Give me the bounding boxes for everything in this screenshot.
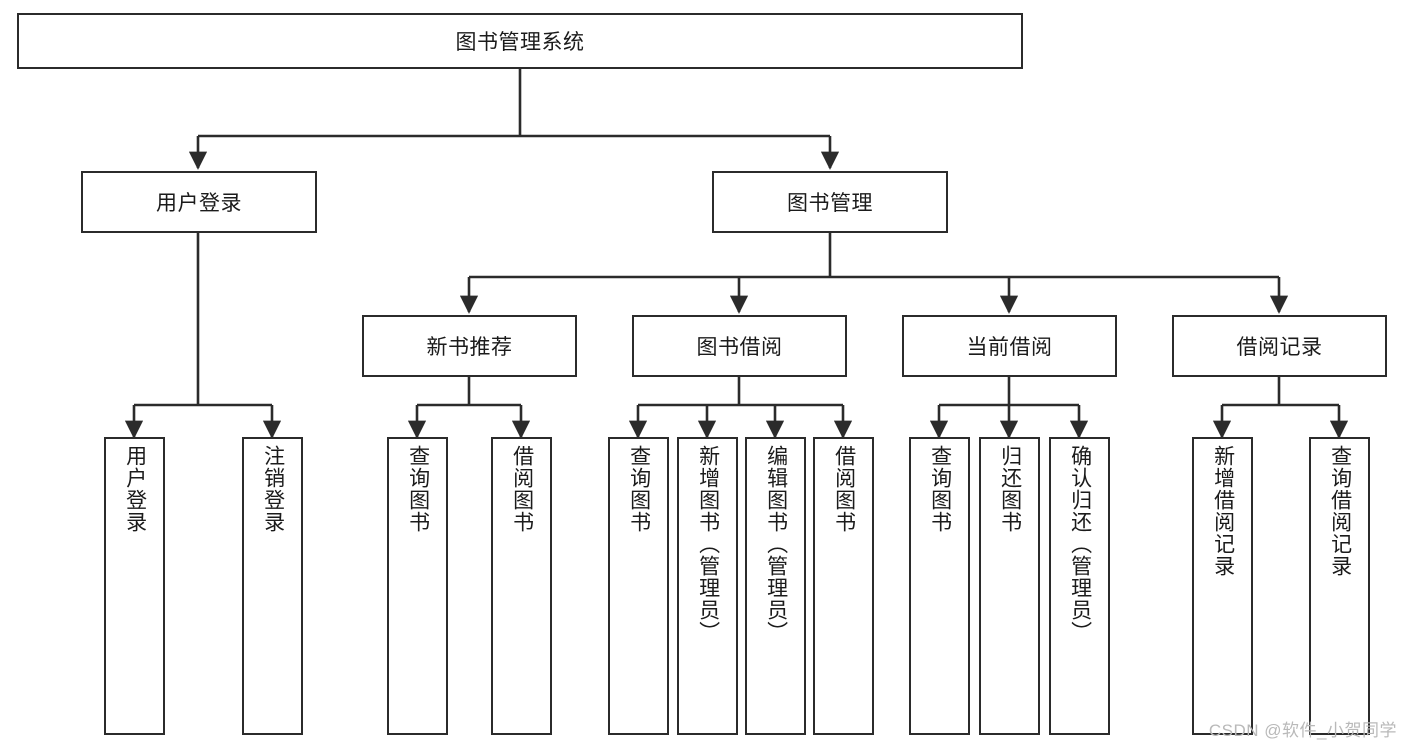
leaf-book-borrow-edit[interactable]: 编辑图书（管理员） <box>745 437 806 735</box>
node-label: 借阅图书 <box>510 445 534 533</box>
node-label: 用户登录 <box>156 192 242 215</box>
node-label: 借阅记录 <box>1236 336 1323 359</box>
node-label: 图书借阅 <box>696 336 783 359</box>
node-label: 图书管理系统 <box>455 31 585 54</box>
leaf-current-borrow-confirm-return[interactable]: 确认归还（管理员） <box>1049 437 1110 735</box>
node-label: 用户登录 <box>123 445 147 533</box>
leaf-book-borrow-query[interactable]: 查询图书 <box>608 437 669 735</box>
leaf-borrow-record-query[interactable]: 查询借阅记录 <box>1309 437 1370 735</box>
leaf-current-borrow-return[interactable]: 归还图书 <box>979 437 1040 735</box>
node-new-book-recommend[interactable]: 新书推荐 <box>362 315 577 377</box>
csdn-watermark: CSDN @软件_小贺同学 <box>1208 721 1397 740</box>
node-book-borrow[interactable]: 图书借阅 <box>632 315 847 377</box>
node-label: 查询借阅记录 <box>1328 445 1352 577</box>
node-label: 归还图书 <box>998 445 1022 533</box>
node-current-borrow[interactable]: 当前借阅 <box>902 315 1117 377</box>
node-label: 新书推荐 <box>426 336 513 359</box>
leaf-book-borrow-borrow[interactable]: 借阅图书 <box>813 437 874 735</box>
node-label: 当前借阅 <box>966 336 1053 359</box>
leaf-user-login-logout[interactable]: 注销登录 <box>242 437 303 735</box>
leaf-borrow-record-add[interactable]: 新增借阅记录 <box>1192 437 1253 735</box>
node-label: 查询图书 <box>406 445 430 533</box>
node-user-login[interactable]: 用户登录 <box>81 171 317 233</box>
node-label: 查询图书 <box>627 445 651 533</box>
leaf-user-login-login[interactable]: 用户登录 <box>104 437 165 735</box>
leaf-new-book-query[interactable]: 查询图书 <box>387 437 448 735</box>
leaf-book-borrow-add[interactable]: 新增图书（管理员） <box>677 437 738 735</box>
node-borrow-record[interactable]: 借阅记录 <box>1172 315 1387 377</box>
node-label: 新增借阅记录 <box>1211 445 1235 577</box>
node-root-system[interactable]: 图书管理系统 <box>17 13 1023 69</box>
leaf-current-borrow-query[interactable]: 查询图书 <box>909 437 970 735</box>
node-label: 借阅图书 <box>832 445 856 533</box>
node-label: 图书管理 <box>787 192 873 215</box>
node-label: 查询图书 <box>928 445 952 533</box>
leaf-new-book-borrow[interactable]: 借阅图书 <box>491 437 552 735</box>
node-label: 新增图书（管理员） <box>696 445 720 643</box>
node-label: 编辑图书（管理员） <box>764 445 788 643</box>
node-book-management[interactable]: 图书管理 <box>712 171 948 233</box>
node-label: 注销登录 <box>261 445 285 533</box>
node-label: 确认归还（管理员） <box>1068 445 1092 643</box>
